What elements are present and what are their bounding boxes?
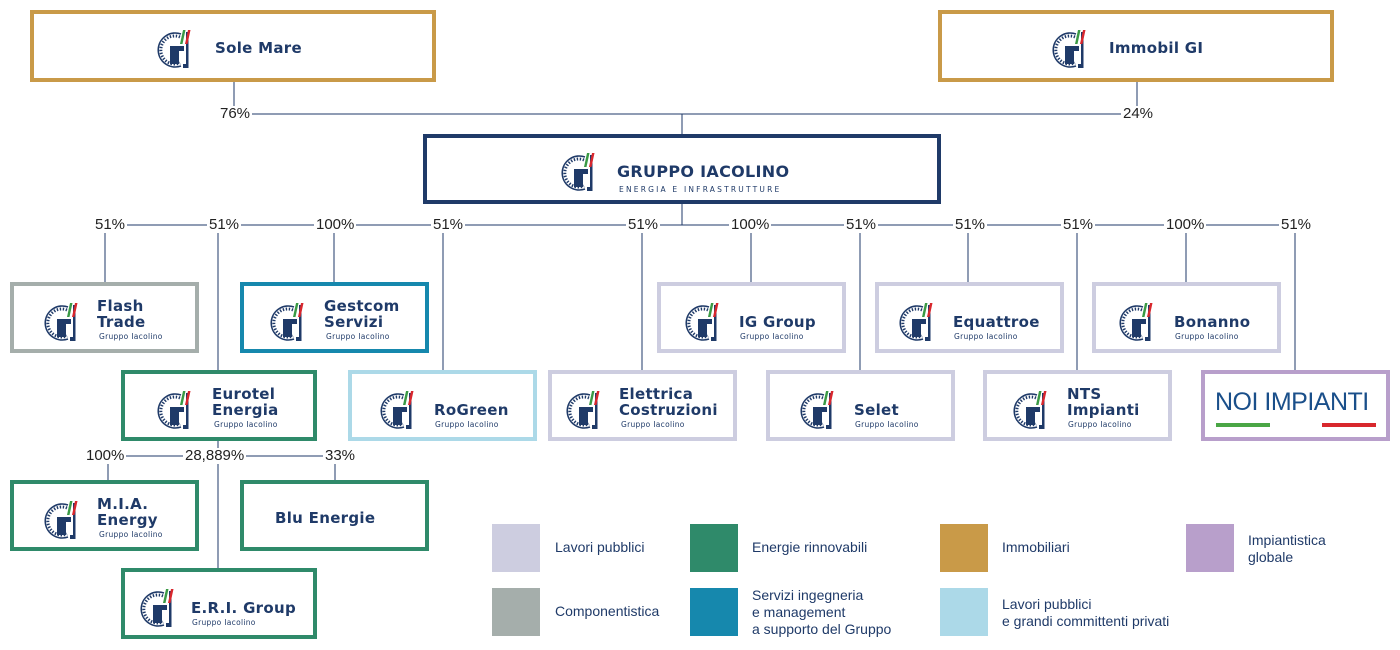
- rogreen-box[interactable]: RoGreen Gruppo Iacolino: [348, 370, 537, 441]
- legend-label-componentistica: Componentistica: [555, 603, 660, 619]
- elettrica-costruzioni-box[interactable]: Elettrica Costruzioni Gruppo Iacolino: [548, 370, 737, 441]
- gi-logo-icon: [1007, 385, 1059, 439]
- gi-logo-icon: [893, 297, 945, 351]
- company-name: Immobil GI: [1109, 39, 1204, 57]
- legend-swatch-servizi-ingegneria: [690, 588, 738, 636]
- gi-logo-icon: [794, 385, 846, 439]
- pct-eri-group: 28,889%: [183, 447, 247, 464]
- company-subtitle: Gruppo Iacolino: [1068, 420, 1132, 429]
- nts-impianti-box[interactable]: NTS Impianti Gruppo Iacolino: [983, 370, 1172, 441]
- pct-blu-energie: 33%: [323, 447, 358, 464]
- main-subtitle: ENERGIA E INFRASTRUTTURE: [619, 185, 782, 194]
- equattroe-box[interactable]: Equattroe Gruppo Iacolino: [875, 282, 1064, 353]
- gi-logo-icon: [264, 297, 316, 351]
- noi-impianti-box[interactable]: NOI IMPIANTI: [1201, 370, 1390, 441]
- mia-energy-box[interactable]: M.I.A. Energy Gruppo Iacolino: [10, 480, 199, 551]
- selet-box[interactable]: Selet Gruppo Iacolino: [766, 370, 955, 441]
- immobil-gi-box[interactable]: Immobil GI: [938, 10, 1334, 82]
- legend-swatch-componentistica: [492, 588, 540, 636]
- pct-flash-trade: 51%: [93, 216, 128, 233]
- legend-swatch-energie-rinnovabili: [690, 524, 738, 572]
- sole-mare-box[interactable]: Sole Mare: [30, 10, 436, 82]
- pct-eurotel-energia: 51%: [207, 216, 242, 233]
- legend-swatch-immobiliari: [940, 524, 988, 572]
- bonanno-box[interactable]: Bonanno Gruppo Iacolino: [1092, 282, 1281, 353]
- company-subtitle: Gruppo Iacolino: [740, 332, 804, 341]
- company-subtitle: Gruppo Iacolino: [192, 618, 256, 627]
- pct-mia-energy: 100%: [84, 447, 127, 464]
- legend-label-servizi-ingegneria: Servizi ingegneria e management a suppor…: [752, 587, 892, 637]
- company-name: Bonanno: [1174, 313, 1251, 331]
- company-name: E.R.I. Group: [191, 599, 297, 617]
- gi-logo-icon: [134, 583, 186, 637]
- legend-swatch-impiantistica-globale: [1186, 524, 1234, 572]
- company-name: Flash Trade: [97, 297, 146, 331]
- company-subtitle: Gruppo Iacolino: [435, 420, 499, 429]
- flash-trade-box[interactable]: Flash Trade Gruppo Iacolino: [10, 282, 199, 353]
- gestcom-servizi-box[interactable]: Gestcom Servizi Gruppo Iacolino: [240, 282, 429, 353]
- company-name: Equattroe: [953, 313, 1040, 331]
- main-title: GRUPPO IACOLINO: [617, 162, 790, 181]
- company-subtitle: Gruppo Iacolino: [1175, 332, 1239, 341]
- legend-label-impiantistica-globale: Impiantistica globale: [1248, 532, 1326, 565]
- gi-logo-icon: [151, 24, 203, 78]
- company-name: Gestcom Servizi: [324, 297, 400, 331]
- company-subtitle: Gruppo Iacolino: [855, 420, 919, 429]
- gi-logo-icon: [1113, 297, 1165, 351]
- pct-noi-impianti: 51%: [1279, 216, 1314, 233]
- gi-logo-icon: [38, 297, 90, 351]
- pct-rogreen: 51%: [431, 216, 466, 233]
- legend-label-energie-rinnovabili: Energie rinnovabili: [752, 539, 868, 555]
- eurotel-energia-box[interactable]: Eurotel Energia Gruppo Iacolino: [121, 370, 317, 441]
- company-subtitle: Gruppo Iacolino: [214, 420, 278, 429]
- legend-label-lavori-pubblici: Lavori pubblici: [555, 539, 645, 555]
- company-subtitle: Gruppo Iacolino: [326, 332, 390, 341]
- pct-ig-group: 100%: [729, 216, 772, 233]
- blu-energie-box[interactable]: Blu Energie: [240, 480, 429, 551]
- pct-nts-impianti: 51%: [1061, 216, 1096, 233]
- pct-bonanno: 100%: [1164, 216, 1207, 233]
- company-name: NTS Impianti: [1067, 385, 1140, 419]
- gi-logo-icon: [374, 385, 426, 439]
- company-name: IG Group: [739, 313, 816, 331]
- legend-swatch-lavori-pubblici: [492, 524, 540, 572]
- gi-logo-icon: [1046, 24, 1098, 78]
- company-name: Blu Energie: [275, 509, 376, 527]
- gi-logo-icon: [151, 385, 203, 439]
- company-name: Selet: [854, 401, 899, 419]
- noi-red-stripe: [1322, 423, 1376, 427]
- gi-logo-icon: [560, 385, 612, 439]
- eri-group-box[interactable]: E.R.I. Group Gruppo Iacolino: [121, 568, 317, 639]
- legend-swatch-lavori-pubblici-privati: [940, 588, 988, 636]
- company-subtitle: Gruppo Iacolino: [99, 332, 163, 341]
- company-name: Elettrica Costruzioni: [619, 385, 718, 419]
- pct-sole-mare: 76%: [218, 105, 253, 122]
- legend-label-lavori-pubblici-privati: Lavori pubblici e grandi committenti pri…: [1002, 596, 1170, 629]
- company-name: Sole Mare: [215, 39, 302, 57]
- company-name: RoGreen: [434, 401, 509, 419]
- pct-elettrica-costruzioni: 51%: [626, 216, 661, 233]
- company-subtitle: Gruppo Iacolino: [621, 420, 685, 429]
- pct-gestcom-servizi: 100%: [314, 216, 357, 233]
- gi-logo-icon: [38, 495, 90, 549]
- ig-group-box[interactable]: IG Group Gruppo Iacolino: [657, 282, 846, 353]
- gruppo-iacolino-box[interactable]: GRUPPO IACOLINO ENERGIA E INFRASTRUTTURE: [423, 134, 941, 204]
- company-subtitle: Gruppo Iacolino: [99, 530, 163, 539]
- pct-selet: 51%: [844, 216, 879, 233]
- noi-green-stripe: [1216, 423, 1270, 427]
- gi-logo-icon: [679, 297, 731, 351]
- company-subtitle: Gruppo Iacolino: [954, 332, 1018, 341]
- company-name: M.I.A. Energy: [97, 495, 158, 529]
- noi-impianti-logo-text: NOI IMPIANTI: [1215, 388, 1369, 416]
- legend-label-immobiliari: Immobiliari: [1002, 539, 1070, 555]
- pct-equattroe: 51%: [953, 216, 988, 233]
- pct-immobil-gi: 24%: [1121, 105, 1156, 122]
- gi-logo-icon: [555, 147, 607, 201]
- company-name: Eurotel Energia: [212, 385, 279, 419]
